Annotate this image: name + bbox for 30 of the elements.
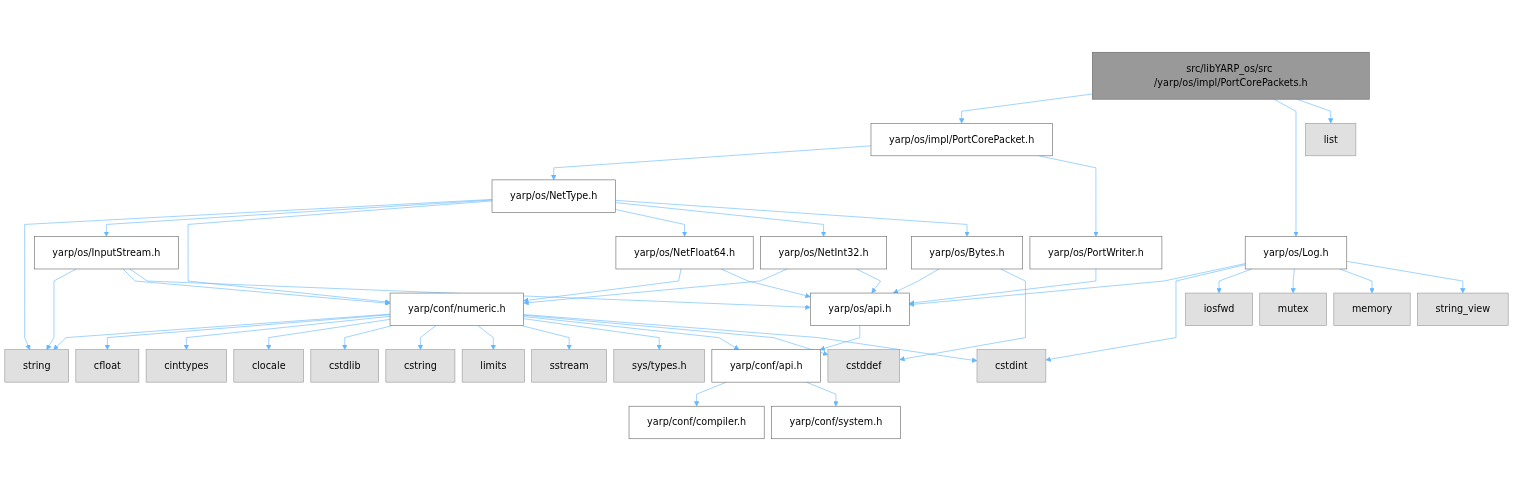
node-box: clocale	[233, 349, 304, 383]
node-box: iosfwd	[1185, 292, 1253, 326]
node-box: yarp/os/Log.h	[1244, 236, 1348, 270]
node-box: yarp/conf/compiler.h	[628, 405, 765, 440]
node-box: string	[4, 349, 69, 383]
node-box: yarp/os/InputStream.h	[34, 236, 179, 270]
node-box: cstdint	[976, 349, 1047, 383]
node-box: sstream	[531, 349, 607, 383]
node-box: yarp/os/impl/PortCorePacket.h	[870, 123, 1053, 157]
node-box: yarp/conf/system.h	[771, 405, 901, 440]
node-box: src/libYARP_os/src /yarp/os/impl/PortCorePackets.h	[1092, 51, 1370, 100]
node-box: cinttypes	[145, 349, 227, 383]
node-box: sys/types.h	[613, 349, 705, 383]
node-box: mutex	[1259, 292, 1327, 326]
node-box: limits	[461, 349, 525, 383]
node-box: string_view	[1417, 292, 1509, 326]
node-box: list	[1305, 123, 1357, 157]
node-box: cstdlib	[310, 349, 379, 383]
node-box: memory	[1333, 292, 1411, 326]
node-box: cstddef	[827, 349, 900, 383]
node-box: yarp/os/NetInt32.h	[760, 236, 887, 270]
node-box: yarp/conf/api.h	[711, 349, 821, 383]
node-box: cfloat	[75, 349, 140, 383]
node-box: cstring	[385, 349, 456, 383]
node-box: yarp/os/NetFloat64.h	[615, 236, 754, 270]
node-box: yarp/os/PortWriter.h	[1029, 236, 1163, 270]
node-box: yarp/conf/numeric.h	[389, 292, 524, 326]
node-box: yarp/os/api.h	[810, 292, 910, 326]
node-box: yarp/os/Bytes.h	[911, 236, 1023, 270]
node-box: yarp/os/NetType.h	[491, 179, 616, 213]
